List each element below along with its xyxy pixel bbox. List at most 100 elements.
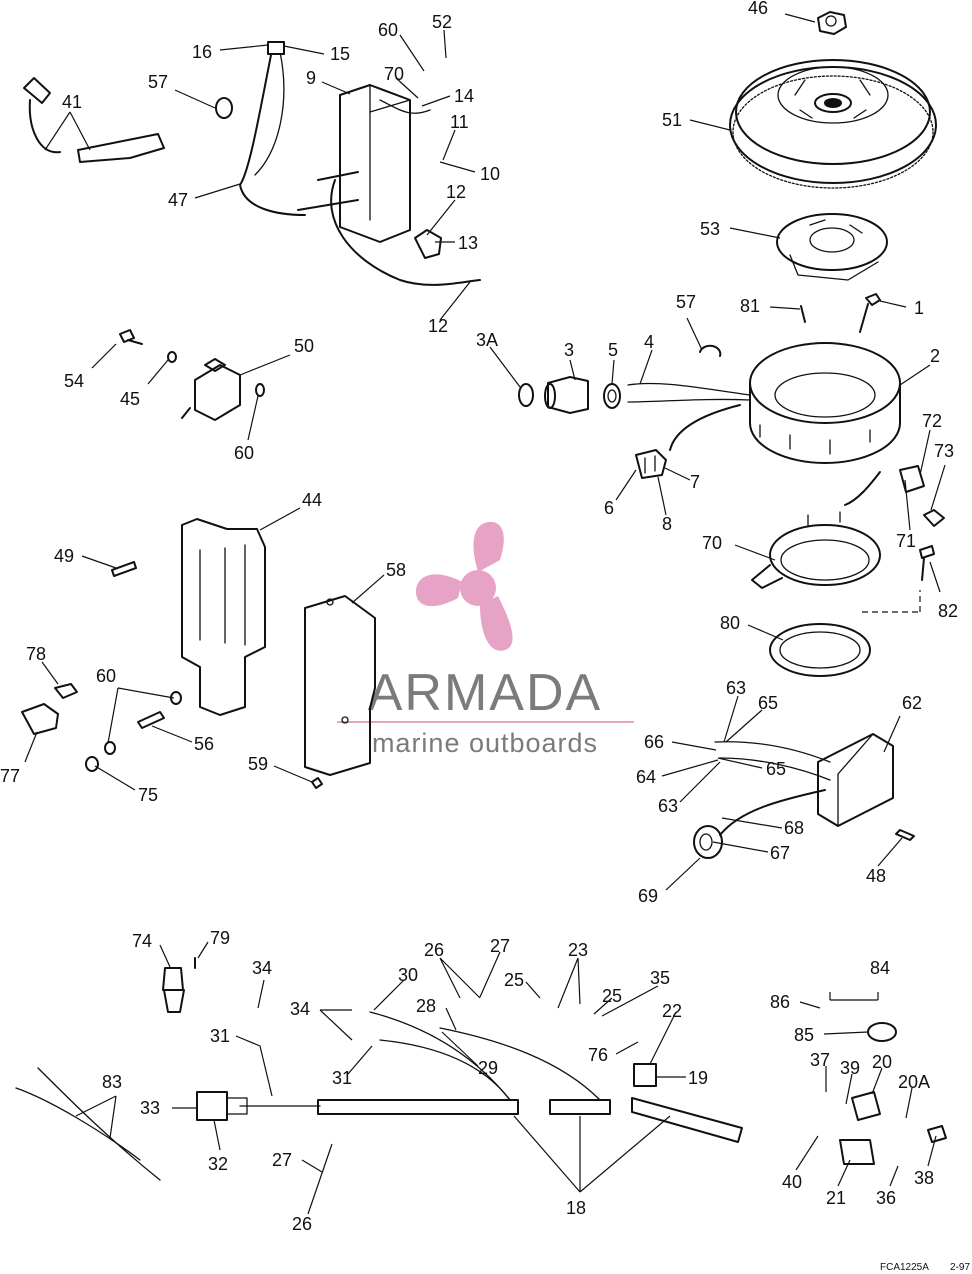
- part-41-spark-plug-boot: [23, 77, 165, 163]
- part-44-coil-bracket: [181, 518, 266, 716]
- part-60-nut-a: [255, 383, 265, 397]
- callout-84: 84: [870, 958, 890, 978]
- callout-34-lower: 34: [290, 999, 310, 1019]
- part-78-clip: [54, 683, 78, 699]
- callout-73: 73: [934, 441, 954, 461]
- callout-33: 33: [140, 1098, 160, 1118]
- callout-65-top: 65: [758, 693, 778, 713]
- callout-8: 8: [662, 514, 672, 534]
- callout-35: 35: [650, 968, 670, 988]
- part-5-seal: [603, 383, 621, 409]
- callout-21: 21: [826, 1188, 846, 1208]
- callout-59: 59: [248, 754, 268, 774]
- part-58-cover: [304, 595, 376, 776]
- part-2-stator: [749, 342, 901, 464]
- figure-code: FCA1225A: [880, 1262, 929, 1273]
- part-50-ignition-coil: [181, 358, 241, 421]
- part-77-terminal-cover: [21, 703, 59, 735]
- callout-27-lower: 27: [272, 1150, 292, 1170]
- watermark: ARMADA marine outboards: [337, 521, 634, 758]
- callout-26-lower: 26: [292, 1214, 312, 1234]
- callout-39: 39: [840, 1058, 860, 1078]
- part-13-sensor: [414, 229, 442, 259]
- callout-27-upper: 27: [490, 936, 510, 956]
- callout-82: 82: [938, 601, 958, 621]
- callout-23: 23: [568, 940, 588, 960]
- callout-22: 22: [662, 1001, 682, 1021]
- callout-62: 62: [902, 693, 922, 713]
- callout-67: 67: [770, 843, 790, 863]
- part-62-power-pack: [817, 733, 894, 827]
- part-83-leads: [15, 1067, 161, 1181]
- callout-53: 53: [700, 219, 720, 239]
- part-70-sensor-bracket: [751, 511, 881, 589]
- callout-78: 78: [26, 644, 46, 664]
- part-81-pin: [800, 305, 806, 323]
- callout-4: 4: [644, 332, 654, 352]
- callout-60-top: 60: [378, 20, 398, 40]
- part-72-connector-housing: [844, 465, 925, 506]
- callout-63-low: 63: [658, 796, 678, 816]
- callout-54: 54: [64, 371, 84, 391]
- callout-83: 83: [102, 1072, 122, 1092]
- callout-70: 70: [702, 533, 722, 553]
- callout-76: 76: [588, 1045, 608, 1065]
- watermark-brand: ARMADA: [368, 664, 602, 722]
- callout-37: 37: [810, 1050, 830, 1070]
- callout-60-mid: 60: [234, 443, 254, 463]
- callout-28: 28: [416, 996, 436, 1016]
- armada-propeller-logo-icon: [415, 521, 513, 651]
- callout-18: 18: [566, 1198, 586, 1218]
- figure-date: 2-97: [950, 1262, 970, 1273]
- callout-5: 5: [608, 340, 618, 360]
- part-80-retaining-ring: [769, 623, 871, 677]
- part-74-boot: [162, 967, 185, 1013]
- part-56-stud: [137, 711, 165, 729]
- callout-75: 75: [138, 785, 158, 805]
- callout-65-mid: 65: [766, 759, 786, 779]
- part-51-flywheel: [729, 59, 937, 189]
- part-45-washer: [167, 351, 177, 363]
- callout-57-left: 57: [148, 72, 168, 92]
- part-18-main-harness: [239, 1097, 743, 1143]
- callout-31-upper: 31: [210, 1026, 230, 1046]
- part-47-harness: [239, 41, 306, 216]
- callout-58: 58: [386, 560, 406, 580]
- callout-6: 6: [604, 498, 614, 518]
- callout-2: 2: [930, 346, 940, 366]
- callout-14: 14: [454, 86, 474, 106]
- callout-56: 56: [194, 734, 214, 754]
- part-3a-washer: [518, 383, 534, 407]
- callout-25-right: 25: [602, 986, 622, 1006]
- callout-25-left: 25: [504, 970, 524, 990]
- callout-70-top: 70: [384, 64, 404, 84]
- callout-labels: 46 51 53 81 1 57 2 3A 3 5 4 7 6 8 72 73 …: [0, 0, 958, 1234]
- callout-20: 20: [872, 1052, 892, 1072]
- callout-1: 1: [914, 298, 924, 318]
- callout-48: 48: [866, 866, 886, 886]
- leader-lines: [24, 13, 946, 1215]
- callout-49: 49: [54, 546, 74, 566]
- callout-68: 68: [784, 818, 804, 838]
- part-82-screw: [862, 545, 935, 613]
- part-21-connector: [839, 1139, 875, 1165]
- part-57-clip-right: [699, 344, 722, 357]
- callout-19: 19: [688, 1068, 708, 1088]
- callout-34-upper: 34: [252, 958, 272, 978]
- part-57-clip-left: [215, 97, 233, 119]
- part-9-ignition-coil: [297, 84, 481, 286]
- part-69-connector: [693, 825, 723, 859]
- callout-30: 30: [398, 965, 418, 985]
- part-30-wires: [369, 1011, 601, 1101]
- part-4-stator-leads: [627, 382, 751, 451]
- part-6-connector: [635, 449, 667, 479]
- callout-51: 51: [662, 110, 682, 130]
- callout-50: 50: [294, 336, 314, 356]
- callout-66: 66: [644, 732, 664, 752]
- callout-64: 64: [636, 767, 656, 787]
- callout-16: 16: [192, 42, 212, 62]
- callout-81: 81: [740, 296, 760, 316]
- part-49-screw: [111, 561, 137, 577]
- callout-13: 13: [458, 233, 478, 253]
